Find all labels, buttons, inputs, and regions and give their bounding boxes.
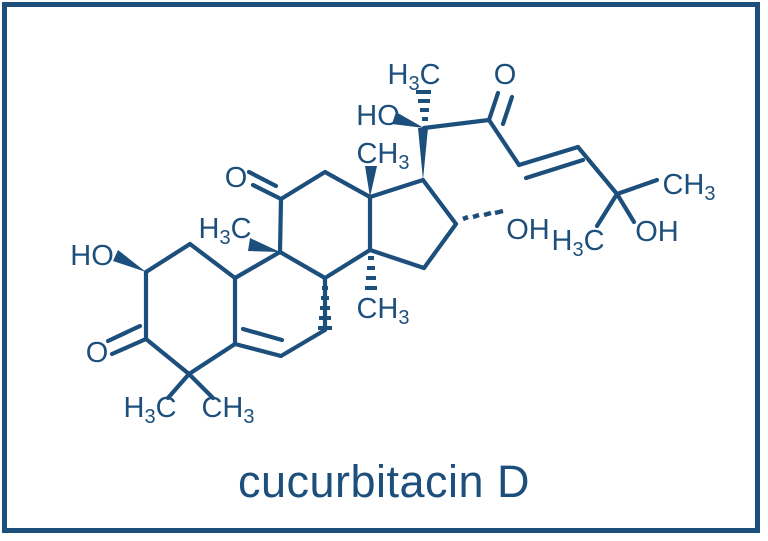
- bond-c24-c25: [575, 144, 620, 197]
- a-ring-ketone-double-bond: [105, 323, 149, 357]
- atom-label-h3c-c20: H3C: [387, 59, 440, 95]
- side-chain-trans-alkene: [516, 144, 586, 181]
- atom-label-h3c-gem-left: H3C: [123, 392, 176, 428]
- compound-name-label: cucurbitacin D: [237, 456, 531, 507]
- hydrogen-hash-c8: [318, 286, 332, 330]
- bond-wedge-c17-c20: [418, 128, 428, 180]
- atom-label-oh-c25: OH: [635, 216, 679, 248]
- diagram-border-frame: [2, 2, 760, 533]
- atom-label-oh-c16: OH: [506, 214, 550, 246]
- atom-label-o-c11-ketone: O: [225, 162, 248, 194]
- atom-label-h3c-c25-left: H3C: [551, 225, 604, 261]
- methyl-wedge-c13: [365, 166, 377, 197]
- atom-label-ho-a-ring: HO: [70, 240, 114, 272]
- bond-c22-c23: [486, 117, 522, 168]
- hydroxyl-hash-c16: [462, 208, 504, 222]
- hydroxyl-wedge-c2: [113, 250, 146, 272]
- ring-c-bonds: [277, 169, 373, 281]
- caption-area: cucurbitacin D: [0, 452, 768, 512]
- ring-d-bonds: [367, 177, 459, 271]
- c-ring-ketone-double-bond: [246, 169, 284, 202]
- gem-dimethyl-bonds: [165, 371, 216, 401]
- b-ring-alkene-inner-line: [240, 326, 285, 343]
- methyl-hash-c14: [365, 256, 377, 290]
- atom-label-ch3-gem-right: CH3: [201, 392, 254, 428]
- methyl-wedge-c10: [248, 238, 280, 252]
- methyl-hash-c21: [416, 90, 431, 121]
- atom-label-o-c22-ketone: O: [494, 59, 517, 91]
- atom-label-ch3-c25-right: CH3: [662, 169, 715, 205]
- atom-label-group: HO O H3C CH3 H3C O CH3 CH3 OH HO H3C: [70, 59, 715, 428]
- atom-label-o-a-ring-ketone: O: [86, 337, 109, 369]
- ring-a-bonds: [143, 241, 238, 377]
- side-chain-ketone-double-bond: [486, 90, 515, 127]
- atom-label-ch3-c14: CH3: [356, 293, 409, 329]
- atom-label-ho-c20: HO: [356, 100, 400, 132]
- atom-label-ch3-c13: CH3: [356, 138, 409, 174]
- bond-c20-c22: [421, 117, 492, 131]
- atom-label-h3c-c10: H3C: [198, 213, 251, 249]
- tertiary-carbinol-bonds: [594, 177, 660, 229]
- hydroxyl-wedge-c20: [392, 112, 424, 128]
